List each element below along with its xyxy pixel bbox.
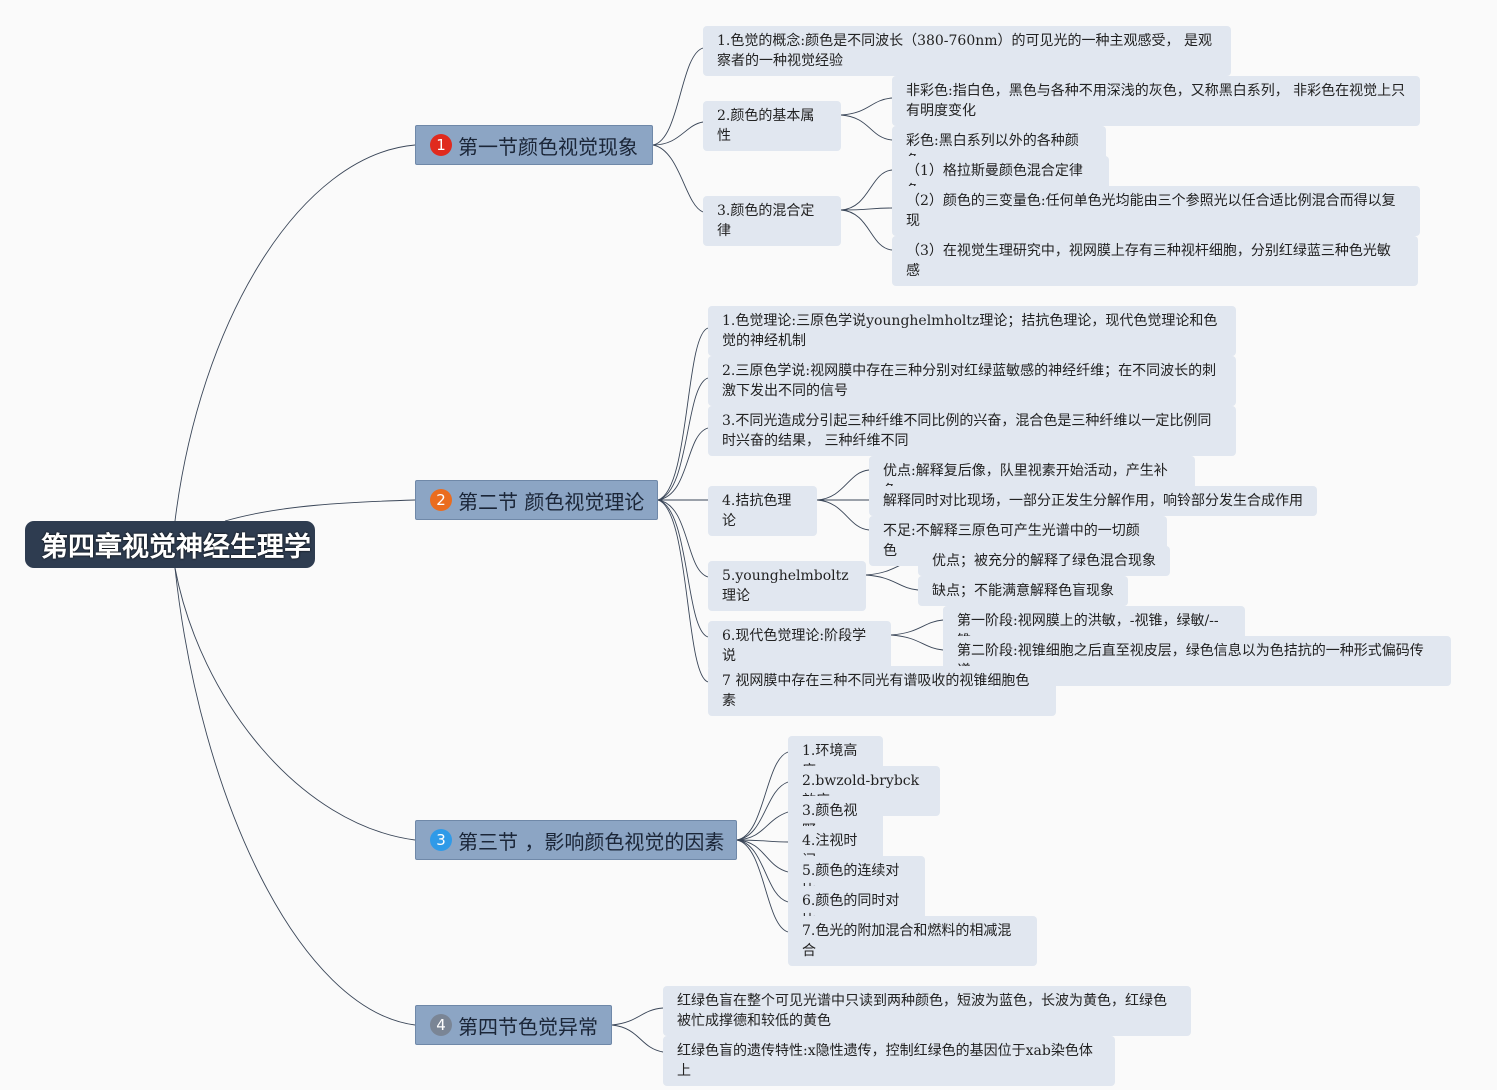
section-3-node[interactable]: 3 第三节 ，影响颜色视觉的因素: [415, 820, 737, 860]
section-title: 第二节 颜色视觉理论: [458, 489, 645, 514]
connector-line: [657, 327, 709, 501]
section-1-node[interactable]: 1 第一节颜色视觉现象: [415, 125, 653, 165]
section-title: 第一节颜色视觉现象: [458, 134, 638, 159]
section-title: 第四节色觉异常: [458, 1014, 598, 1039]
connector-line: [890, 634, 944, 651]
s2-yh-pro-node[interactable]: 优点；被充分的解释了绿色混合现象: [918, 546, 1170, 576]
s4-red-green-node[interactable]: 红绿色盲在整个可见光谱中只读到两种颜色，短波为蓝色，长波为黄色，红绿色被忙成撑德…: [663, 986, 1191, 1036]
connector-line: [611, 1007, 664, 1026]
s1-mixing-law-node[interactable]: 3.颜色的混合定律: [703, 196, 841, 246]
s1-photoreceptor-node[interactable]: （3）在视觉生理研究中，视网膜上存有三种视杆细胞，分别红绿蓝三种色光敏感: [892, 236, 1418, 286]
s2-yh-con-node[interactable]: 缺点；不能满意解释色盲现象: [918, 576, 1128, 606]
connector-line: [174, 144, 416, 522]
connector-line: [657, 499, 709, 683]
connector-line: [736, 781, 789, 841]
connector-line: [652, 47, 704, 146]
connector-line: [657, 377, 709, 501]
s4-inheritance-node[interactable]: 红绿色盲的遗传特性:x隐性遗传，控制红绿色的基因位于xab染色体上: [663, 1036, 1115, 1086]
connector-line: [657, 499, 709, 638]
connector-line: [736, 839, 789, 873]
section-2-node[interactable]: 2 第二节 颜色视觉理论: [415, 480, 658, 520]
s2-stage-theory-node[interactable]: 6.现代色觉理论:阶段学说: [708, 621, 891, 671]
connector-line: [840, 97, 893, 116]
s2-theory-node[interactable]: 1.色觉理论:三原色学说younghelmholtz理论；拮抗色理论，现代色觉理…: [708, 306, 1236, 356]
connector-line: [657, 427, 709, 501]
connector-line: [736, 839, 789, 903]
root-node[interactable]: 第四章视觉神经生理学: [25, 521, 315, 568]
connector-line: [736, 751, 789, 841]
connector-line: [840, 114, 893, 141]
connector-line: [652, 144, 704, 213]
s2-opponent-contrast-node[interactable]: 解释同时对比现场，一部分正发生分解作用，响铃部分发生合成作用: [869, 486, 1317, 516]
s2-excitation-node[interactable]: 3.不同光造成分引起三种纤维不同比例的兴奋，混合色是三种纤维以一定比例同时兴奋的…: [708, 406, 1236, 456]
connector-line: [174, 567, 416, 841]
connector-line: [816, 499, 870, 531]
s1-attributes-node[interactable]: 2.颜色的基本属性: [703, 101, 841, 151]
connector-line: [816, 469, 870, 501]
connector-line: [174, 567, 416, 1026]
s2-stage-2-node[interactable]: 第二阶段:视锥细胞之后直至视皮层，绿色信息以为色拮抗的一种形式偏码传递: [943, 636, 1451, 686]
number-badge-icon: 3: [430, 829, 452, 851]
connector-line: [736, 811, 789, 841]
connector-line: [890, 619, 944, 636]
s3-factor-7-node[interactable]: 7.色光的附加混合和燃料的相减混合: [788, 916, 1037, 966]
s1-trivariance-node[interactable]: （2）颜色的三变量色:任何单色光均能由三个参照光以任合适比例混合而得以复现: [892, 186, 1420, 236]
s1-concept-node[interactable]: 1.色觉的概念:颜色是不同波长（380-760nm）的可见光的一种主观感受， 是…: [703, 26, 1231, 76]
section-4-node[interactable]: 4 第四节色觉异常: [415, 1005, 612, 1045]
connector-line: [611, 1024, 664, 1053]
section-title: 第三节 ，影响颜色视觉的因素: [458, 829, 725, 854]
connector-line: [652, 121, 704, 146]
connector-line: [865, 574, 919, 591]
s2-trichromatic-node[interactable]: 2.三原色学说:视网膜中存在三种分别对红绿蓝敏感的神经纤维；在不同波长的刺激下发…: [708, 356, 1236, 406]
s2-opponent-node[interactable]: 4.拮抗色理论: [708, 486, 817, 536]
number-badge-icon: 2: [430, 489, 452, 511]
number-badge-icon: 4: [430, 1014, 452, 1036]
s1-achromatic-node[interactable]: 非彩色:指白色，黑色与各种不用深浅的灰色，又称黑白系列， 非彩色在视觉上只有明度…: [892, 76, 1420, 126]
connector-line: [657, 499, 709, 578]
number-badge-icon: 1: [430, 134, 452, 156]
connector-line: [840, 207, 893, 211]
connector-line: [224, 499, 416, 522]
connector-line: [736, 839, 789, 933]
connector-line: [840, 169, 893, 211]
s2-cone-pigment-node[interactable]: 7 视网膜中存在三种不同光有谱吸收的视锥细胞色素: [708, 666, 1056, 716]
connector-line: [736, 839, 789, 843]
s2-young-helmholtz-node[interactable]: 5.younghelmboltz理论: [708, 561, 866, 611]
connector-line: [840, 209, 893, 251]
